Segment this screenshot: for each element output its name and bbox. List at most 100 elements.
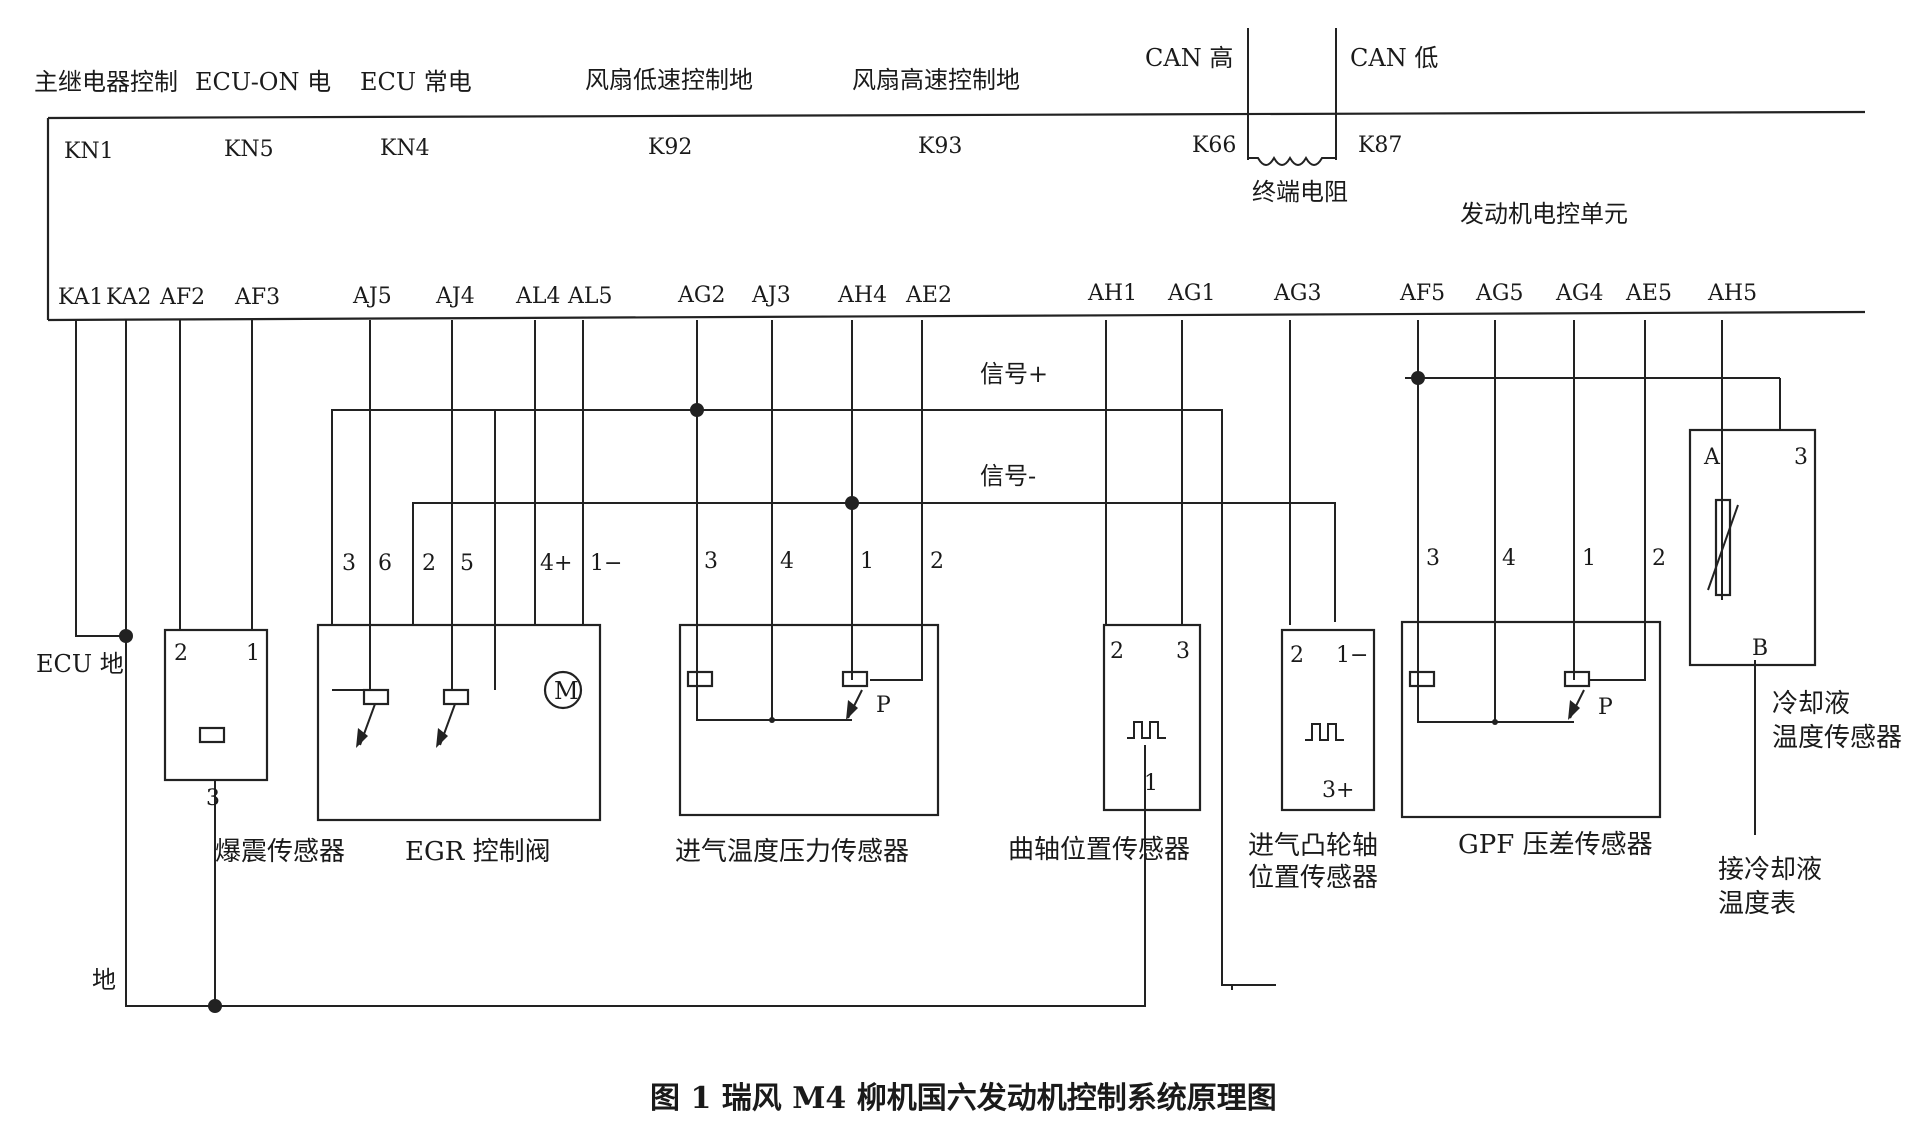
pin-ag4: AG4 xyxy=(1555,281,1603,306)
egr-pin-5: 5 xyxy=(460,551,474,576)
pin-aj3: AJ3 xyxy=(751,283,791,308)
pin-aj5: AJ5 xyxy=(352,284,392,309)
egr-pin-2: 2 xyxy=(422,551,436,576)
pin-ka2: KA2 xyxy=(106,285,151,310)
junction-dot xyxy=(1492,719,1498,725)
pin-af2: AF2 xyxy=(159,285,205,310)
egr-pin-6: 6 xyxy=(378,551,392,576)
crank-pin-3: 3 xyxy=(1176,639,1190,664)
intake-temp-pressure-label: 进气温度压力传感器 xyxy=(675,837,909,867)
label-ecu-const: ECU 常电 xyxy=(360,68,472,96)
label-can-high: CAN 高 xyxy=(1145,44,1233,72)
gpf-pin-4: 4 xyxy=(1502,546,1516,571)
ecu-outline xyxy=(46,110,1866,322)
termination-resistor-symbol xyxy=(1248,155,1336,166)
knock-sensor xyxy=(163,628,269,782)
gpf-pin-3: 3 xyxy=(1426,546,1440,571)
cam-pin-3plus: 3+ xyxy=(1322,778,1354,803)
pin-al5: AL5 xyxy=(567,284,613,309)
crank-position-label: 曲轴位置传感器 xyxy=(1008,835,1190,865)
label-can-low: CAN 低 xyxy=(1350,44,1438,72)
egr-pin-3: 3 xyxy=(342,551,356,576)
pin-ae2: AE2 xyxy=(905,283,952,308)
gpf-pressure-sensor xyxy=(1400,620,1662,819)
coolant-temp-label-2: 温度传感器 xyxy=(1772,723,1902,753)
label-main-relay: 主继电器控制 xyxy=(34,68,178,96)
cam-position-sensor xyxy=(1280,628,1376,812)
gpf-pin-1: 1 xyxy=(1582,546,1596,571)
cam-position-label-2: 位置传感器 xyxy=(1248,863,1378,893)
pin-ah1: AH1 xyxy=(1087,281,1137,306)
knock-pin-1: 1 xyxy=(246,641,260,666)
pin-k92: K92 xyxy=(648,135,692,160)
junction-dot xyxy=(119,629,133,643)
gpf-pressure-label: GPF 压差传感器 xyxy=(1458,830,1653,860)
gpf-p-label: P xyxy=(1598,695,1613,720)
label-fan-high: 风扇高速控制地 xyxy=(852,66,1020,94)
pin-k93: K93 xyxy=(918,134,962,159)
ground-label: 地 xyxy=(92,966,116,994)
pin-aj4: AJ4 xyxy=(435,284,475,309)
junction-dot xyxy=(208,999,222,1013)
coolant-pin-b: B xyxy=(1752,636,1768,661)
crank-position-sensor xyxy=(1102,623,1202,812)
coolant-gauge-label-2: 温度表 xyxy=(1718,889,1796,919)
egr-motor-symbol: M xyxy=(554,677,579,705)
pin-ag3: AG3 xyxy=(1273,281,1321,306)
coolant-pin-3: 3 xyxy=(1794,445,1808,470)
egr-valve xyxy=(316,623,602,822)
junction-dot xyxy=(690,403,704,417)
egr-pin-1minus: 1− xyxy=(590,551,622,576)
knock-pin-3: 3 xyxy=(206,786,220,811)
cam-pin-2: 2 xyxy=(1290,643,1304,668)
intake-temp-pressure-sensor xyxy=(678,623,940,817)
map-p-label: P xyxy=(876,693,891,718)
coolant-temp-label-1: 冷却液 xyxy=(1772,689,1850,719)
crank-pin-1: 1 xyxy=(1144,771,1158,796)
ecu-unit-label: 发动机电控单元 xyxy=(1460,200,1628,228)
pin-ae5: AE5 xyxy=(1625,281,1672,306)
pin-kn5: KN5 xyxy=(224,137,274,162)
coolant-gauge-label-1: 接冷却液 xyxy=(1718,855,1822,885)
egr-pin-4plus: 4+ xyxy=(540,551,572,576)
knock-sensor-label: 爆震传感器 xyxy=(215,837,345,867)
map-pin-2: 2 xyxy=(930,549,944,574)
junction-dot xyxy=(1411,371,1425,385)
knock-pin-2: 2 xyxy=(174,641,188,666)
crank-pin-2: 2 xyxy=(1110,639,1124,664)
pin-al4: AL4 xyxy=(515,284,561,309)
label-ecu-on: ECU-ON 电 xyxy=(195,68,331,96)
junction-dot xyxy=(769,717,775,723)
junction-dot xyxy=(845,496,859,510)
signal-minus-label: 信号- xyxy=(980,462,1036,490)
signal-plus-label: 信号+ xyxy=(980,360,1048,388)
pin-ka1: KA1 xyxy=(58,285,103,310)
coolant-temp-sensor xyxy=(1688,428,1817,667)
ecu-ground-label: ECU 地 xyxy=(36,650,124,678)
pin-ag1: AG1 xyxy=(1167,281,1215,306)
cam-pin-1minus: 1− xyxy=(1336,643,1368,668)
pin-k87: K87 xyxy=(1358,133,1402,158)
pin-af3: AF3 xyxy=(234,285,280,310)
pin-kn1: KN1 xyxy=(64,139,114,164)
figure-caption: 图 1 瑞风 M4 柳机国六发动机控制系统原理图 xyxy=(650,1081,1277,1116)
pin-ag5: AG5 xyxy=(1475,281,1523,306)
gpf-pin-2: 2 xyxy=(1652,546,1666,571)
coolant-pin-a: A xyxy=(1703,445,1721,470)
cam-position-label-1: 进气凸轮轴 xyxy=(1248,831,1378,861)
pin-k66: K66 xyxy=(1192,133,1236,158)
pin-ah4: AH4 xyxy=(837,283,887,308)
pin-ah5: AH5 xyxy=(1707,281,1757,306)
map-pin-3: 3 xyxy=(704,549,718,574)
map-pin-4: 4 xyxy=(780,549,794,574)
pin-kn4: KN4 xyxy=(380,136,430,161)
can-wires xyxy=(1247,28,1337,166)
map-pin-1: 1 xyxy=(860,549,874,574)
pin-af5: AF5 xyxy=(1399,281,1445,306)
wires xyxy=(75,320,1781,1008)
pin-ag2: AG2 xyxy=(677,283,725,308)
egr-valve-label: EGR 控制阀 xyxy=(405,837,551,867)
termination-resistor-label: 终端电阻 xyxy=(1252,178,1348,206)
label-fan-low: 风扇低速控制地 xyxy=(585,66,753,94)
